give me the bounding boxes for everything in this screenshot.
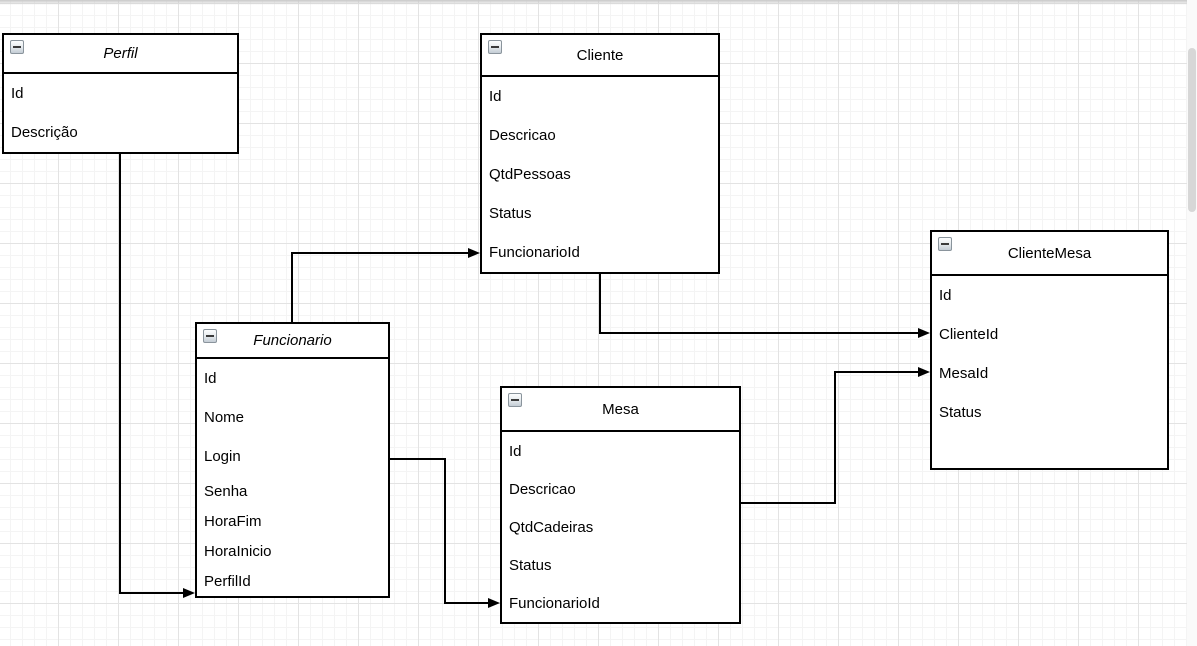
field-row[interactable]: FuncionarioId <box>482 233 718 272</box>
relation-perfil-funcionario[interactable] <box>119 150 195 598</box>
field-row[interactable]: Id <box>197 359 388 398</box>
field-row[interactable]: MesaId <box>932 354 1167 393</box>
field-row[interactable]: Status <box>502 546 739 584</box>
collapse-minus-icon[interactable] <box>938 237 952 251</box>
entity-header[interactable]: ClienteMesa <box>932 232 1167 276</box>
entity-title: Funcionario <box>253 332 332 349</box>
field-row[interactable]: Login <box>197 437 388 476</box>
entity-title: Cliente <box>576 46 624 64</box>
field-row[interactable]: Id <box>502 432 739 470</box>
top-shadow <box>0 0 1197 5</box>
entity-header[interactable]: Funcionario <box>197 324 388 359</box>
collapse-minus-icon[interactable] <box>203 329 217 343</box>
field-row[interactable]: Id <box>932 276 1167 315</box>
entity-header[interactable]: Cliente <box>482 35 718 77</box>
field-row[interactable]: HoraFim <box>197 506 388 536</box>
field-row[interactable]: QtdCadeiras <box>502 508 739 546</box>
entity-header[interactable]: Mesa <box>502 388 739 432</box>
entity-title: Mesa <box>602 400 639 418</box>
collapse-minus-icon[interactable] <box>508 393 522 407</box>
field-row[interactable]: Nome <box>197 398 388 437</box>
field-row[interactable]: Descricao <box>482 116 718 155</box>
entity-title: Perfil <box>103 45 138 62</box>
vertical-scrollbar[interactable] <box>1187 0 1197 646</box>
relation-funcionario-cliente[interactable] <box>291 248 480 322</box>
empty-row-space <box>932 432 1167 468</box>
relation-mesa-clientemesa[interactable] <box>741 367 930 504</box>
field-row[interactable]: ClienteId <box>932 315 1167 354</box>
field-row[interactable]: PerfilId <box>197 566 388 596</box>
field-row[interactable]: Status <box>932 393 1167 432</box>
field-row[interactable]: Status <box>482 194 718 233</box>
field-row[interactable]: Senha <box>197 476 388 506</box>
entity-table-clientemesa[interactable]: ClienteMesa Id ClienteId MesaId Status <box>930 230 1169 470</box>
entity-title: ClienteMesa <box>1007 244 1092 262</box>
field-row[interactable]: QtdPessoas <box>482 155 718 194</box>
field-row[interactable]: Descrição <box>4 113 237 152</box>
field-row[interactable]: HoraInicio <box>197 536 388 566</box>
entity-header[interactable]: Perfil <box>4 35 237 74</box>
entity-table-cliente[interactable]: Cliente Id Descricao QtdPessoas Status F… <box>480 33 720 274</box>
entity-table-perfil[interactable]: Perfil Id Descrição <box>2 33 239 154</box>
field-row[interactable]: Id <box>482 77 718 116</box>
collapse-minus-icon[interactable] <box>488 40 502 54</box>
field-row[interactable]: Descricao <box>502 470 739 508</box>
relation-cliente-clientemesa[interactable] <box>599 270 930 338</box>
relation-funcionario-mesa[interactable] <box>390 458 500 608</box>
entity-table-mesa[interactable]: Mesa Id Descricao QtdCadeiras Status Fun… <box>500 386 741 624</box>
field-row[interactable]: FuncionarioId <box>502 584 739 622</box>
entity-table-funcionario[interactable]: Funcionario Id Nome Login Senha HoraFim … <box>195 322 390 598</box>
scrollbar-thumb[interactable] <box>1188 48 1196 212</box>
collapse-minus-icon[interactable] <box>10 40 24 54</box>
field-row[interactable]: Id <box>4 74 237 113</box>
